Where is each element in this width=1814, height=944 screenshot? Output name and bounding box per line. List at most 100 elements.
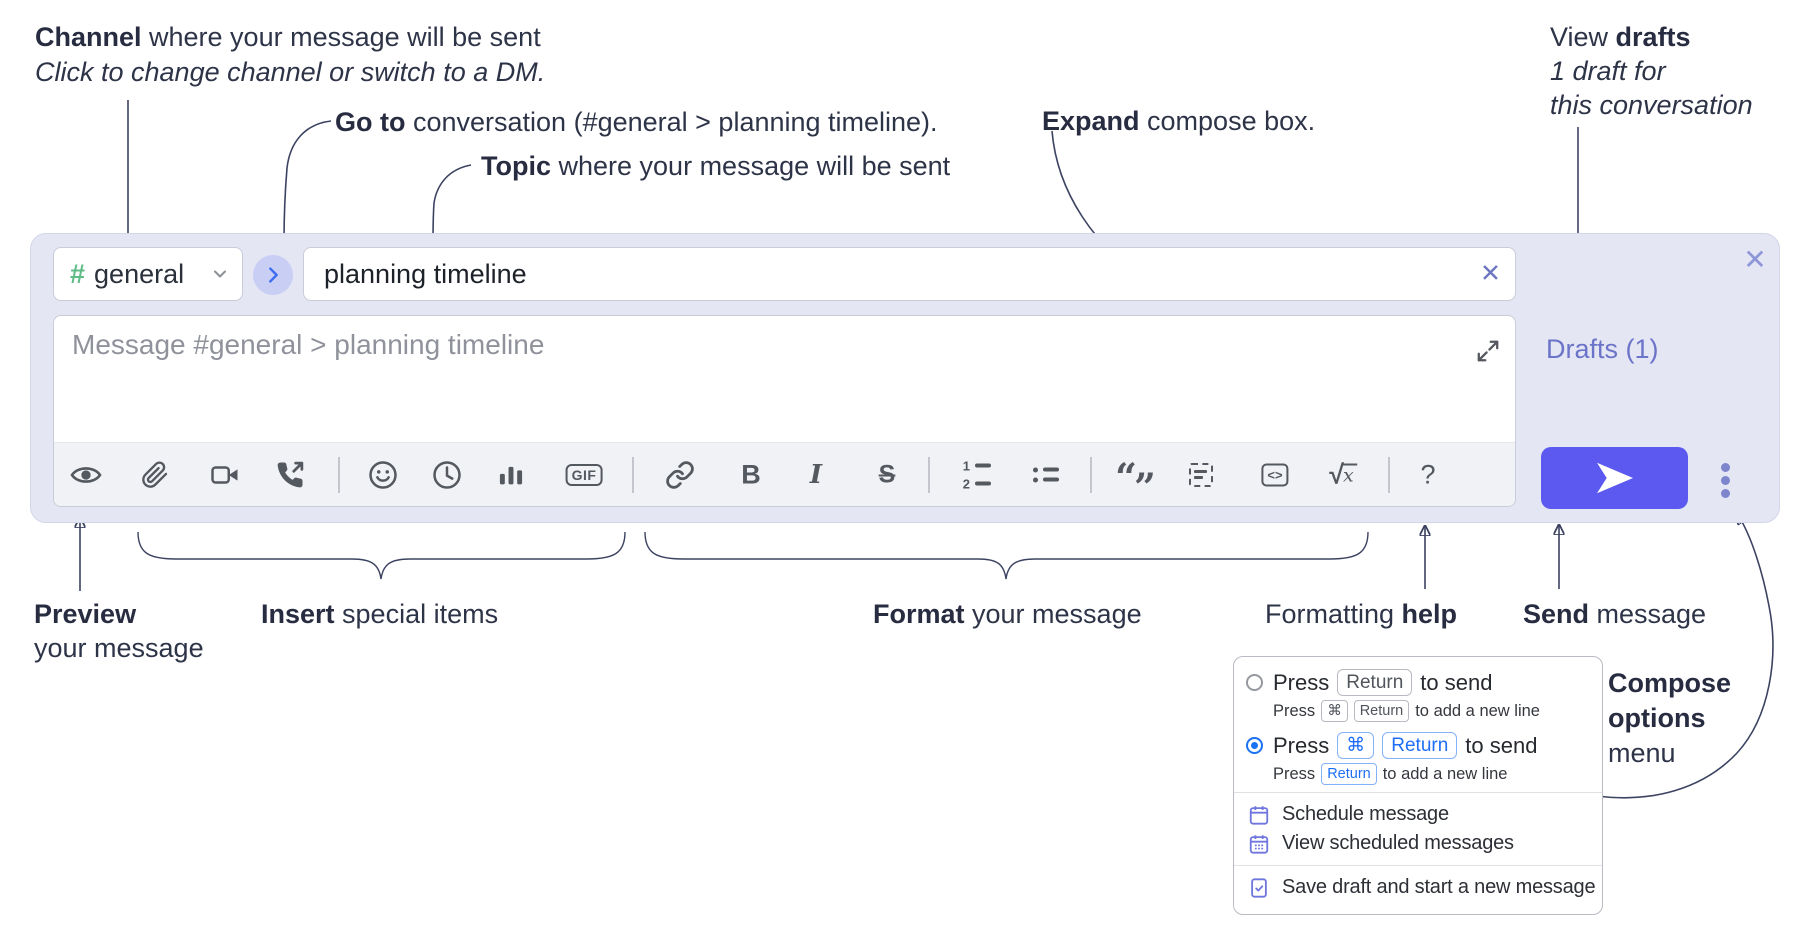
goto-arrow — [284, 120, 332, 242]
compose-toolbar: GIF B I S 1 2 — [54, 442, 1515, 509]
attach-file-button[interactable] — [141, 460, 169, 489]
expand-compose-button[interactable] — [1475, 338, 1501, 364]
topic-input[interactable] — [322, 257, 1465, 291]
expand-icon — [1477, 340, 1499, 362]
emoji-button[interactable] — [368, 460, 398, 490]
kbd-return: Return — [1353, 700, 1410, 722]
strikethrough-button[interactable]: S — [878, 460, 896, 488]
video-camera-icon — [211, 465, 238, 484]
send-annotation: Send message — [1523, 599, 1707, 629]
toolbar-divider — [632, 456, 634, 493]
eye-icon — [70, 466, 102, 483]
send-button[interactable] — [1541, 447, 1688, 509]
drafts-annotation-l2: 1 draft for — [1550, 56, 1666, 86]
bold-button[interactable]: B — [741, 459, 761, 489]
clock-icon — [433, 460, 461, 489]
menu-item-save-draft[interactable]: Save draft and start a new message — [1234, 873, 1602, 902]
radio-unselected[interactable] — [1246, 674, 1263, 691]
drafts-annotation-l3: this conversation — [1550, 90, 1753, 120]
voice-call-button[interactable] — [275, 460, 305, 490]
insert-brace — [137, 531, 626, 580]
menu-item-view-scheduled[interactable]: View scheduled messages — [1234, 829, 1602, 858]
send-plane-icon — [1596, 462, 1633, 494]
compose-options-annotation-l3: menu — [1608, 738, 1676, 768]
bulleted-list-icon — [1033, 467, 1059, 482]
popup-divider — [1234, 865, 1602, 866]
code-icon: <> — [1261, 463, 1289, 486]
formatting-help-annotation: Formatting help — [1265, 599, 1458, 629]
kbd-return: Return — [1382, 732, 1458, 759]
scheduled-messages-calendar-icon — [1248, 833, 1270, 855]
gif-button[interactable]: GIF — [565, 463, 603, 486]
video-call-button[interactable] — [210, 460, 240, 490]
spoiler-button[interactable] — [1189, 462, 1213, 487]
math-button[interactable]: √x — [1329, 461, 1357, 488]
save-draft-icon — [1248, 877, 1270, 899]
toolbar-divider — [1388, 456, 1390, 493]
clear-topic-button[interactable]: ✕ — [1480, 259, 1501, 288]
topic-annotation: Topic where your message will be sent — [481, 151, 951, 181]
bulleted-list-button[interactable] — [1033, 467, 1059, 482]
phone-call-icon — [277, 461, 304, 487]
spoiler-icon — [1189, 462, 1213, 487]
compose-box: # general ✕ ✕ — [30, 233, 1780, 523]
quote-icon: “” — [1115, 454, 1156, 509]
kebab-dot — [1720, 475, 1730, 485]
expand-annotation: Expand compose box. — [1042, 106, 1316, 136]
code-button[interactable]: <> — [1261, 463, 1289, 486]
channel-annotation: Channel where your message will be sent — [35, 22, 541, 52]
quote-button[interactable]: “” — [1115, 452, 1156, 509]
toolbar-divider — [1090, 456, 1092, 493]
compose-options-annotation-l2: options — [1608, 703, 1706, 733]
channel-select[interactable]: # general — [53, 247, 243, 301]
kbd-return: Return — [1321, 763, 1377, 785]
kebab-dot — [1720, 462, 1730, 472]
close-compose-button[interactable]: ✕ — [1743, 244, 1767, 275]
go-to-conversation-button[interactable] — [253, 255, 293, 295]
message-input[interactable] — [54, 316, 1515, 440]
goto-annotation: Go to conversation (#general > planning … — [335, 107, 938, 137]
kbd-return: Return — [1337, 669, 1413, 696]
popup-divider — [1234, 792, 1602, 793]
compose-options-annotation: Compose — [1608, 668, 1732, 698]
global-time-button[interactable] — [432, 460, 462, 490]
smiley-icon — [369, 460, 397, 489]
insert-link-button[interactable] — [665, 460, 695, 490]
chevron-right-icon — [262, 264, 284, 286]
toolbar-divider — [338, 456, 340, 493]
kebab-dot — [1720, 488, 1730, 498]
formatting-help-button[interactable]: ? — [1420, 459, 1436, 489]
italic-button[interactable]: I — [809, 459, 823, 490]
compose-options-popup: Press Return to send Press ⌘ Return to a… — [1233, 656, 1603, 915]
channel-hash-icon: # — [70, 258, 86, 289]
send-shortcut-option-cmd-enter[interactable]: Press ⌘ Return to send Press Return to a… — [1234, 730, 1602, 785]
menu-item-schedule-message[interactable]: Schedule message — [1234, 800, 1602, 829]
kbd-cmd: ⌘ — [1337, 732, 1375, 759]
poll-button[interactable] — [497, 461, 525, 489]
channel-annotation-sub: Click to change channel or switch to a D… — [35, 57, 546, 87]
channel-name: general — [94, 258, 185, 289]
compose-options-menu-button[interactable] — [1711, 460, 1739, 500]
kbd-cmd: ⌘ — [1321, 700, 1348, 722]
preview-annotation: Preview — [34, 599, 137, 629]
format-brace — [644, 531, 1369, 580]
radio-selected[interactable] — [1246, 737, 1263, 754]
toolbar-divider — [928, 456, 930, 493]
message-panel: GIF B I S 1 2 — [53, 315, 1516, 509]
schedule-calendar-icon — [1248, 804, 1270, 826]
math-sqrt-icon: √x — [1329, 461, 1357, 488]
bar-chart-icon — [499, 466, 523, 484]
drafts-link[interactable]: Drafts (1) — [1546, 334, 1659, 364]
drafts-annotation: View drafts — [1550, 22, 1691, 52]
send-shortcut-option-enter[interactable]: Press Return to send Press ⌘ Return to a… — [1234, 667, 1602, 722]
topic-field-wrapper: ✕ — [303, 247, 1516, 301]
preview-annotation-l2: your message — [34, 633, 204, 663]
insert-annotation: Insert special items — [261, 599, 499, 629]
chevron-down-icon — [210, 264, 230, 284]
numbered-list-icon: 1 2 — [961, 459, 991, 490]
format-annotation: Format your message — [873, 599, 1142, 629]
preview-button[interactable] — [69, 461, 103, 489]
numbered-list-button[interactable]: 1 2 — [961, 459, 991, 490]
paperclip-icon — [142, 460, 168, 488]
